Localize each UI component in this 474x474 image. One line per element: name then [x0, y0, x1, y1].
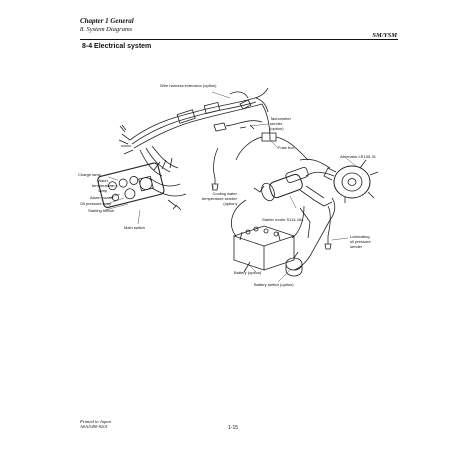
- battery: [232, 225, 296, 271]
- label-alternator: Alternator LR135-31: [340, 154, 377, 159]
- label-starting-button: Starting button: [88, 208, 115, 213]
- instrument-panel: [97, 162, 165, 208]
- label-cooling-water-sender: Cooling water temperature sender (option…: [202, 191, 237, 206]
- chapter-title: Chapter 1 General: [80, 17, 134, 25]
- document-code: A0A1080-9201: [80, 424, 108, 430]
- footer-imprint: Printed in Japan A0A1080-9201: [80, 419, 111, 429]
- label-lube-oil-sender: Lubricating oil pressure sender: [350, 234, 371, 249]
- label-battery-switch: Battery switch (option): [254, 282, 294, 287]
- label-water-temp-lamp: Water temperature lamp: [92, 178, 114, 193]
- harness-connector: [176, 109, 196, 124]
- alternator: [323, 159, 379, 203]
- section-subtitle: 8. System Diagrams: [80, 26, 133, 33]
- label-charge-lamp: Charge lamp: [78, 172, 101, 177]
- model-code: SM/YSM: [372, 32, 397, 39]
- label-tachometer: Tachometer sender (option): [270, 116, 291, 131]
- starter-motor: [253, 166, 333, 207]
- label-starter-motor: Starter motor S114-164: [262, 217, 304, 222]
- label-oil-pressure-lamp: Oil pressure lamp: [80, 201, 112, 206]
- printed-in: Printed in Japan: [80, 419, 111, 424]
- label-battery: Battery (option): [234, 270, 262, 275]
- label-wire-harness: Wire harness extension (option): [160, 83, 217, 88]
- header-rule: [80, 39, 398, 40]
- harness-wire: [129, 87, 269, 141]
- label-main-switch: Main switch: [124, 225, 145, 230]
- page-number: 1-15: [228, 425, 239, 431]
- label-alarm-buzzer: Alarm buzzer: [90, 195, 114, 200]
- page-title: 8-4 Electrical system: [82, 43, 152, 50]
- label-fuse-box: Fuse box: [278, 145, 295, 150]
